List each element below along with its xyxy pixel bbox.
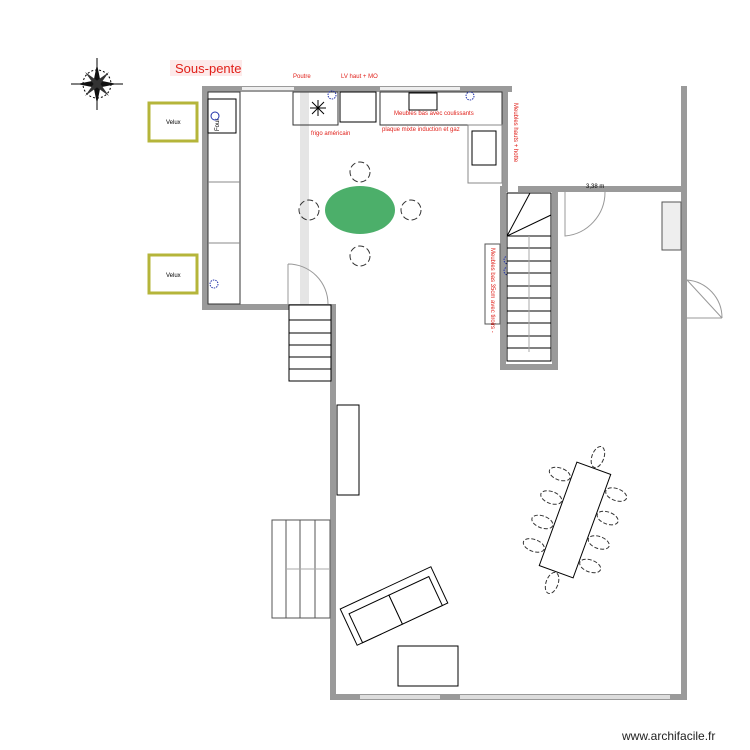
- stair-lower[interactable]: [271, 519, 331, 619]
- low-cabinet[interactable]: [484, 243, 501, 325]
- dimension-label: 3,38 m: [586, 184, 604, 190]
- label-lv: LV haut + MO: [341, 74, 378, 80]
- walls: [202, 86, 687, 700]
- title-background: [170, 60, 242, 76]
- compass-rose-icon: [71, 58, 123, 110]
- plan-title: Sous-pente: [175, 61, 242, 76]
- velux-2[interactable]: Velux: [147, 253, 199, 295]
- beam: [300, 92, 309, 304]
- label-plaque: plaque mixte induction et gaz: [382, 127, 460, 133]
- velux-2-label: Velux: [166, 273, 181, 279]
- rug: [397, 645, 459, 687]
- wall-unit[interactable]: [661, 201, 682, 251]
- dining-table-round[interactable]: [325, 186, 395, 234]
- oven-label: Four: [215, 119, 221, 131]
- label-meubles-35: Meubles bas 35cm avec tiroirs -: [489, 248, 495, 333]
- doors[interactable]: [287, 191, 723, 319]
- label-poutre: Poutre: [293, 74, 311, 80]
- stair-left[interactable]: [288, 304, 332, 382]
- label-frigo: frigo américain: [311, 131, 350, 137]
- velux-1-label: Velux: [166, 120, 181, 126]
- kitchen-cabinets[interactable]: Four: [207, 91, 503, 305]
- label-meubles-bas: Meubles bas avec coulissants: [394, 111, 474, 117]
- stair-right[interactable]: [506, 192, 552, 362]
- dining-table-rect[interactable]: [510, 433, 640, 608]
- fridge-icon: [310, 100, 326, 116]
- velux-1[interactable]: Velux: [147, 101, 199, 143]
- label-meubles-hauts: Meubles hauts + hotte: [512, 103, 518, 163]
- chairs[interactable]: [298, 161, 422, 267]
- watermark: www.archifacile.fr: [621, 729, 715, 743]
- tall-cabinet[interactable]: [336, 404, 360, 496]
- sofa[interactable]: [339, 566, 449, 646]
